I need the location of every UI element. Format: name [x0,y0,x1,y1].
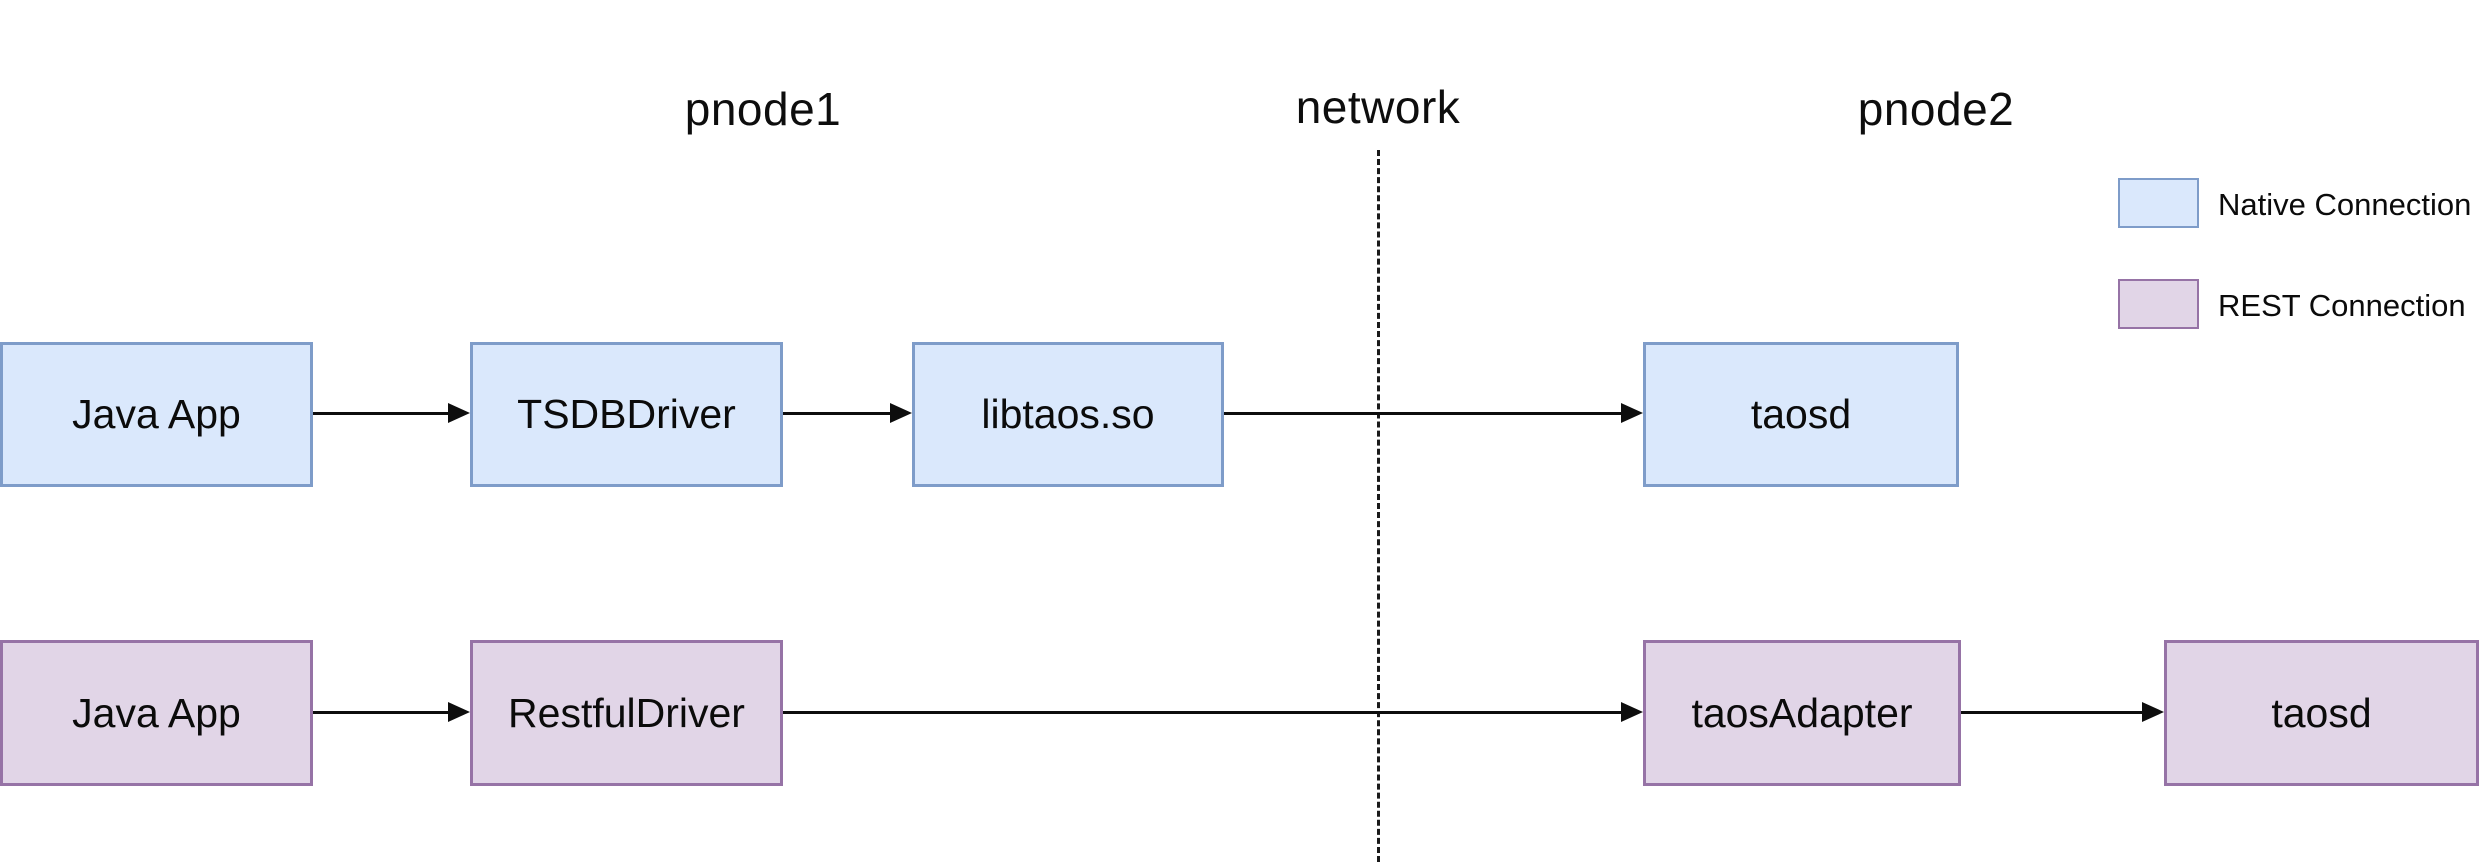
region-title-network: network [1295,81,1461,133]
arrow-libtaos-to-taosd [1224,403,1643,423]
node-label: taosAdapter [1691,689,1913,736]
region-title-pnode2: pnode2 [1857,83,2015,135]
node-label: taosd [1750,391,1852,437]
legend-swatch-rest-connection [2118,279,2199,329]
legend-label-native-connection: Native Connection [2218,187,2472,222]
network-divider-dashed-line [1377,150,1380,862]
node-tsdbdriver: TSDBDriver [470,342,783,487]
node-java-app-rest: Java App [0,640,313,786]
region-title-pnode1: pnode1 [684,83,842,135]
arrow-javaapp-to-tsdbdriver [313,403,470,423]
arrow-restfuldriver-to-taosadapter [783,702,1643,722]
arrow-tsdbdriver-to-libtaos [783,403,912,423]
legend-label-rest-connection: REST Connection [2218,288,2466,323]
node-restfuldriver: RestfulDriver [470,640,783,786]
node-taosd-rest: taosd [2164,640,2479,786]
node-label: taosd [2271,689,2372,736]
node-label: Java App [72,689,241,736]
node-java-app-native: Java App [0,342,313,487]
node-taosd-native: taosd [1643,342,1959,487]
node-label: libtaos.so [981,391,1155,437]
node-libtaos-so: libtaos.so [912,342,1224,487]
arrow-javaapp-to-restfuldriver [313,702,470,722]
arrow-taosadapter-to-taosd [1961,702,2164,722]
node-label: TSDBDriver [517,391,736,437]
node-label: RestfulDriver [508,689,745,736]
node-taosadapter: taosAdapter [1643,640,1961,786]
legend-swatch-native-connection [2118,178,2199,228]
node-label: Java App [72,391,241,437]
